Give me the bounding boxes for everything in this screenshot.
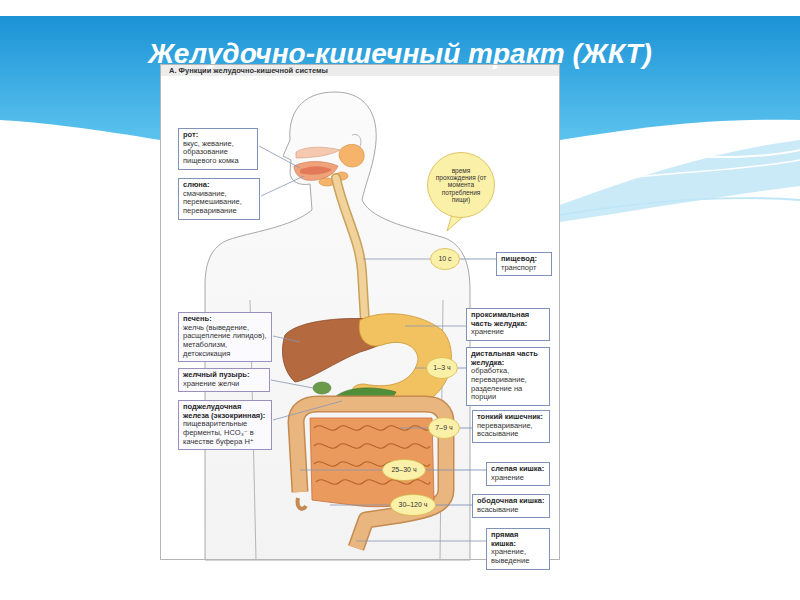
- function-box: рот:вкус, жевание, образование пищевого …: [178, 128, 258, 170]
- ellipse-fill: [391, 495, 436, 516]
- organ-name: желчный пузырь:: [183, 371, 265, 380]
- organ-name: поджелудочная железа (экзокринная):: [183, 403, 267, 420]
- small-intestine-coils: [314, 426, 430, 485]
- function-text: переваривание, всасывание: [477, 422, 545, 439]
- panel-heading: А. Функции желудочно-кишечной системы: [169, 66, 551, 75]
- esophagus: [336, 178, 365, 322]
- function-text: хранение желчи: [183, 380, 265, 389]
- organ-name: печень:: [183, 315, 267, 324]
- time-value: 30–120 ч: [399, 501, 428, 509]
- ellipse-fill: [431, 249, 460, 270]
- figure-panel: А. Функции желудочно-кишечной системы рот…: [160, 64, 560, 560]
- function-box: проксимальная часть желудка:хранение: [466, 308, 550, 341]
- ellipse-fill: [383, 460, 426, 481]
- time-value: 25–30 ч: [391, 466, 416, 474]
- wave-line: [560, 198, 800, 215]
- function-text: вкус, жевание, образование пищевого комк…: [183, 140, 253, 166]
- time-value: 7–9 ч: [435, 424, 452, 432]
- function-text: всасывание: [477, 506, 545, 515]
- function-box: печень:желчь (выведение, расщепление лип…: [178, 312, 272, 362]
- wave-line: [560, 160, 800, 190]
- organ-name: тонкий кишечник:: [477, 413, 545, 422]
- panel-ground: [160, 64, 560, 560]
- time-circle: 10 с: [430, 248, 460, 270]
- esophagus: [336, 178, 365, 322]
- leader-connector: [458, 368, 466, 369]
- function-text: хранение: [491, 474, 545, 483]
- organ-name: слепая кишка:: [491, 465, 545, 474]
- leader-connector: [426, 470, 486, 471]
- function-text: смачивание, перемешивание, переваривание: [183, 190, 255, 216]
- speech-bubble: время прохождения (от момента потреблени…: [427, 152, 495, 218]
- small-intestine: [310, 418, 434, 507]
- function-box: слюна:смачивание, перемешивание, перевар…: [178, 178, 260, 220]
- slide-title: Желудочно-кишечный тракт (ЖКТ): [0, 38, 800, 70]
- ellipse-fill: [428, 153, 495, 218]
- gallbladder: [313, 382, 331, 394]
- time-circle: 25–30 ч: [382, 459, 426, 481]
- organ-name: пищевод:: [501, 255, 547, 264]
- ellipse-fill: [427, 358, 458, 379]
- function-box: ободочная кишка:всасывание: [472, 494, 550, 518]
- organ-name: ободочная кишка:: [477, 497, 545, 506]
- function-box: желчный пузырь:хранение желчи: [178, 368, 270, 392]
- time-circle: 7–9 ч: [428, 417, 460, 439]
- wave: [560, 140, 800, 222]
- organ-name: слюна:: [183, 181, 255, 190]
- tongue: [300, 166, 332, 174]
- leader-connector: [460, 259, 496, 260]
- function-text: транспорт: [501, 264, 547, 273]
- colon: [296, 404, 446, 548]
- organ-name: проксимальная часть желудка:: [471, 311, 545, 328]
- function-box: дистальная часть желудка:обработка, пере…: [466, 347, 550, 406]
- function-text: желчь (выведение, расщепление липидов), …: [183, 324, 267, 359]
- nasal-cavity: [296, 147, 340, 158]
- time-value: 1–3 ч: [433, 364, 450, 372]
- function-box: тонкий кишечник:переваривание, всасывани…: [472, 410, 550, 443]
- leader-connector: [460, 428, 472, 429]
- function-text: пищеварительные ферменты, HCO₃⁻ в качест…: [183, 420, 267, 446]
- function-box: пищевод:транспорт: [496, 252, 552, 276]
- appendix: [298, 498, 306, 509]
- organ-name: дистальная часть желудка:: [471, 350, 545, 367]
- leader-connector: [436, 505, 472, 506]
- bubble-text: время прохождения (от момента потреблени…: [434, 167, 488, 203]
- wave-line: [560, 150, 800, 160]
- colon: [296, 404, 446, 548]
- function-box: поджелудочная железа (экзокринная):пищев…: [178, 400, 272, 450]
- time-circle: 30–120 ч: [390, 494, 436, 516]
- salivary-gland: [339, 144, 364, 167]
- organ-name: рот:: [183, 131, 253, 140]
- ellipse-fill: [429, 418, 460, 439]
- function-box: прямая кишка:хранение, выведение: [486, 528, 550, 570]
- time-value: 10 с: [438, 255, 451, 263]
- function-box: слепая кишка:хранение: [486, 462, 550, 486]
- organ-name: прямая кишка:: [491, 531, 545, 548]
- function-text: обработка, переваривание, разделение на …: [471, 367, 545, 402]
- function-text: хранение, выведение: [491, 548, 545, 565]
- function-text: хранение: [471, 328, 545, 337]
- time-circle: 1–3 ч: [426, 357, 458, 379]
